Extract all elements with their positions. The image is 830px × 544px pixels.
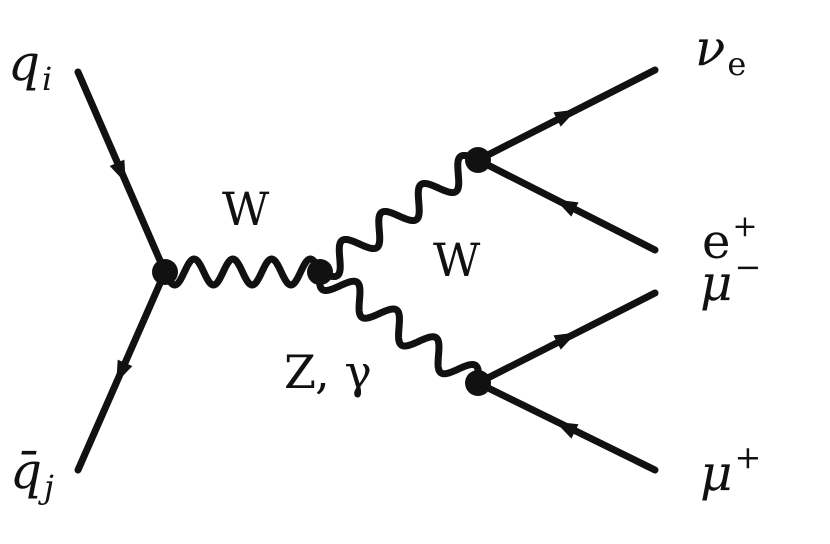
neutrino-arrow <box>553 109 577 127</box>
vertex-z-decay <box>465 370 491 396</box>
positron-arrow <box>555 199 579 217</box>
label-z-gamma: Z, γ <box>284 345 372 399</box>
label-positron: e+ <box>702 209 758 270</box>
vertex-quark-annihilation <box>152 259 178 285</box>
quark-arrow <box>109 159 126 184</box>
w-boson-propagator-left <box>161 255 324 289</box>
vertex-w-decay <box>465 147 491 173</box>
vertex-triple-gauge <box>307 259 333 285</box>
label-neutrino: νe <box>695 19 746 83</box>
z-gamma-propagator <box>316 268 482 387</box>
label-quark-in: qi <box>8 34 52 98</box>
label-w-upper: W <box>433 233 481 287</box>
muon-plus-arrow <box>555 421 579 439</box>
label-muon-plus: μ+ <box>700 438 761 502</box>
muon-minus-arrow <box>553 332 577 350</box>
w-boson-propagator-upper <box>316 151 482 281</box>
label-antiquark-in: q̄j <box>10 442 54 506</box>
label-muon-minus: μ− <box>700 248 761 312</box>
antiquark-arrow <box>116 359 133 383</box>
label-w-left: W <box>222 182 270 236</box>
